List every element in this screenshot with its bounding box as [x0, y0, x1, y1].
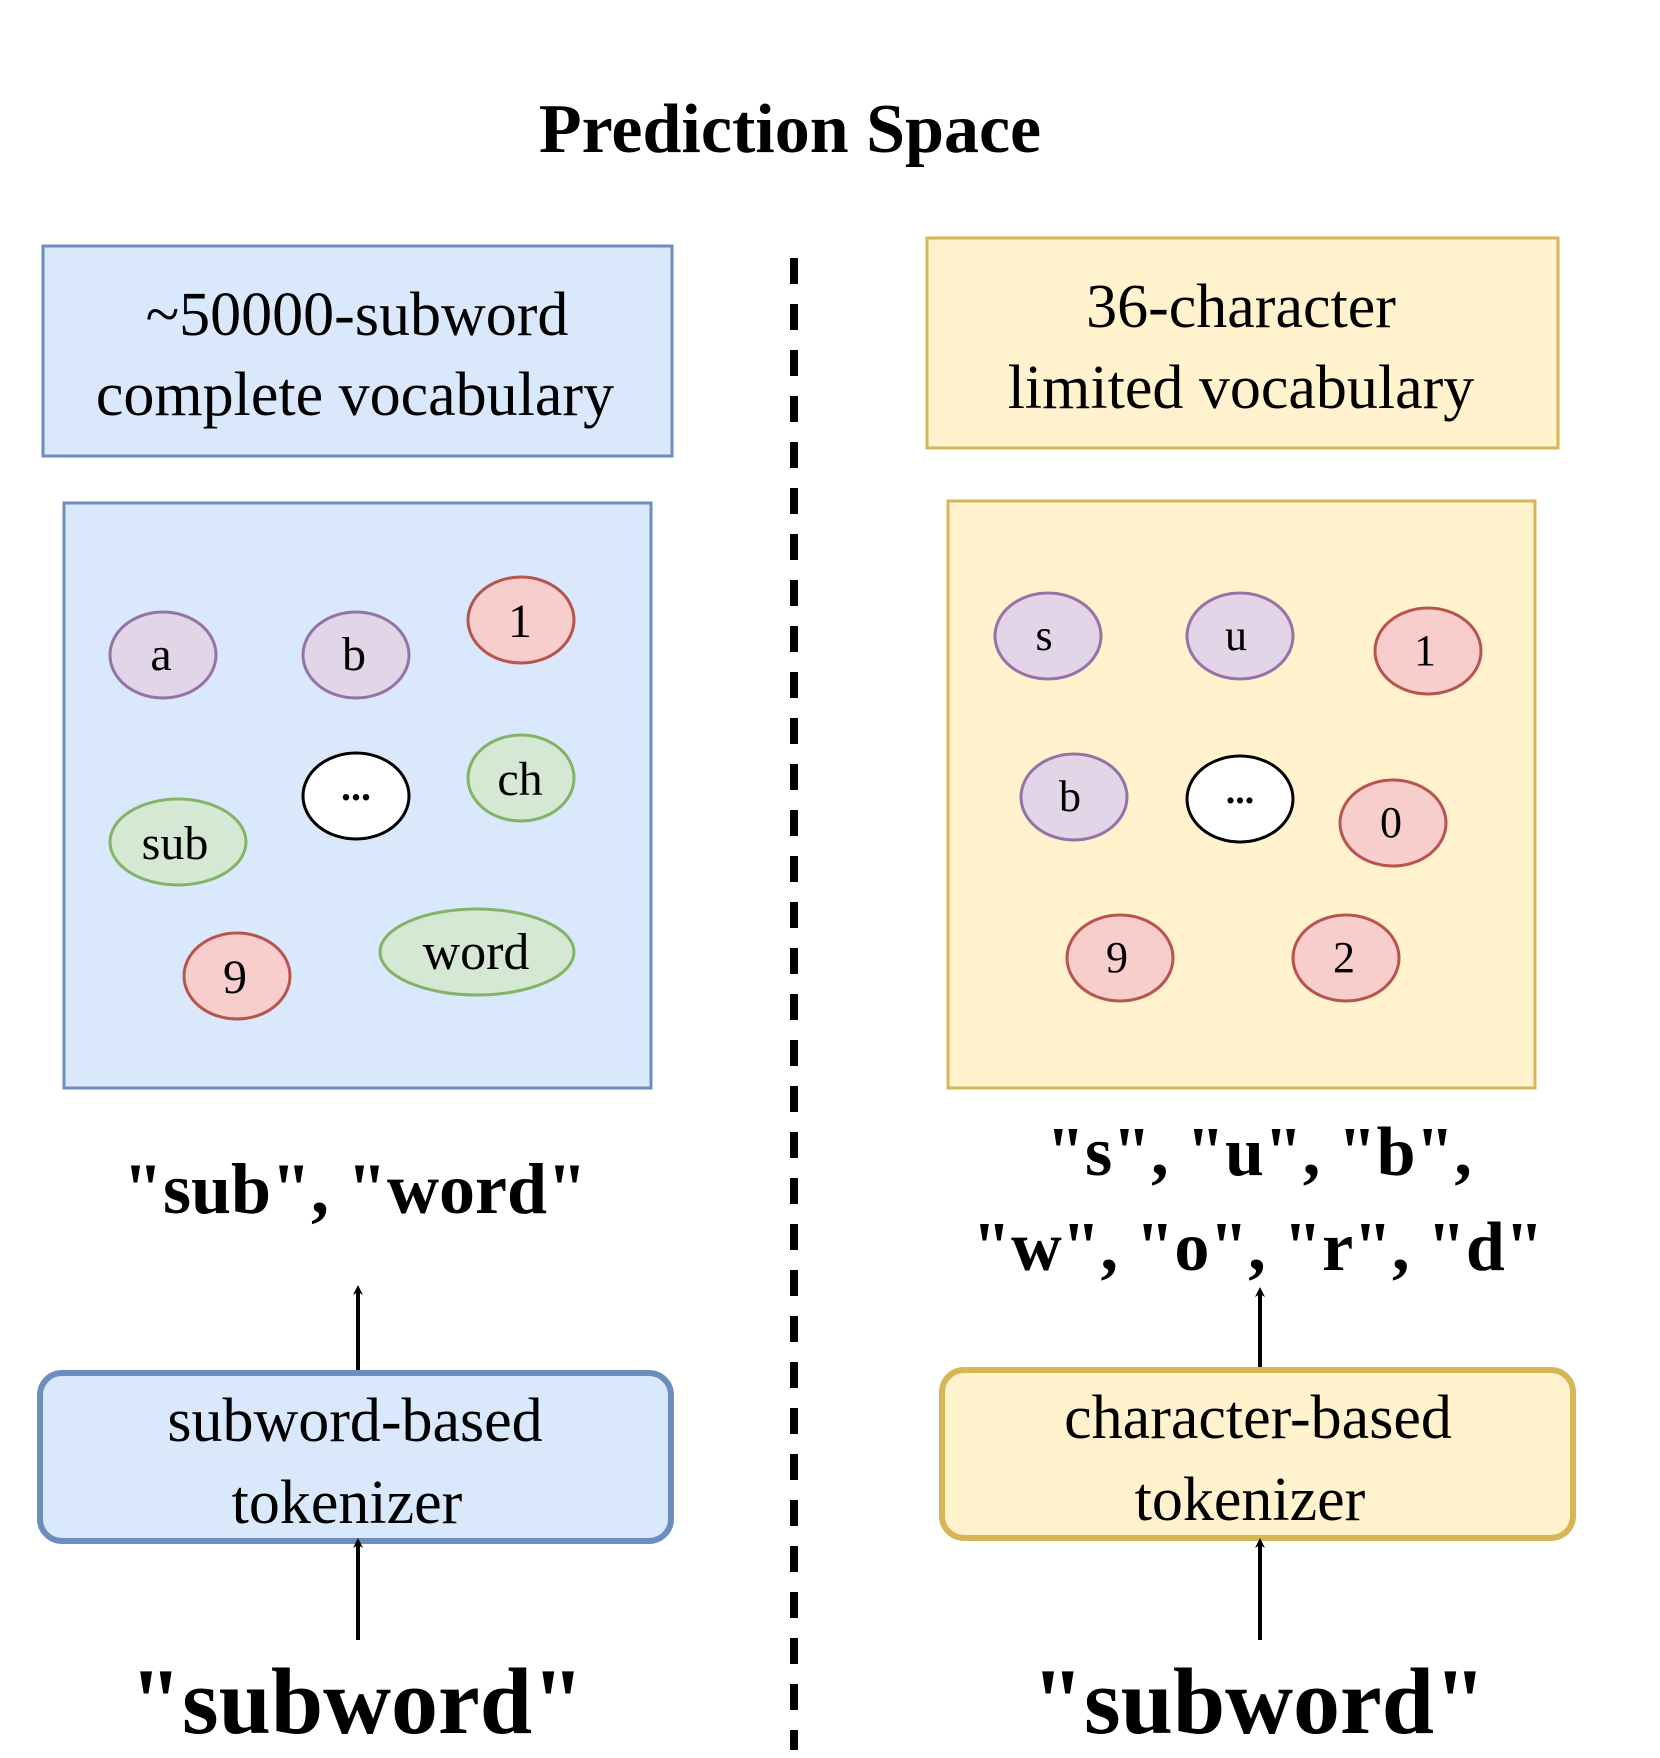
right-tokenizer-line2: tokenizer: [1135, 1466, 1366, 1534]
left-vocab-line1: ~50000-subword: [146, 281, 569, 349]
token-label: 0: [1380, 798, 1402, 847]
right-token-2: 2: [1291, 913, 1401, 1003]
right-vocab-line2: limited vocabulary: [1008, 354, 1475, 422]
right-input-word: "subword": [1032, 1650, 1486, 1754]
left-token-ch: ch: [466, 733, 576, 823]
left-token-9: 9: [182, 931, 292, 1021]
right-token-u: u: [1185, 591, 1295, 681]
left-tokenizer-line1: subword-based: [167, 1387, 542, 1455]
token-label: 9: [1106, 933, 1128, 982]
token-label: s: [1035, 611, 1052, 660]
page-title: Prediction Space: [539, 91, 1041, 168]
left-output-tokens: "sub", "word": [123, 1149, 587, 1229]
left-token-1: 1: [466, 575, 576, 665]
left-token-b: b: [301, 610, 411, 700]
right-vocab-line1: 36-character: [1086, 273, 1396, 341]
left-token-word: word: [378, 907, 576, 997]
left-vocab-box: [41, 244, 674, 458]
token-label: 1: [1414, 626, 1436, 675]
right-token-s: s: [993, 591, 1103, 681]
token-label: sub: [142, 817, 209, 870]
left-input-word: "subword": [130, 1650, 584, 1754]
right-output-tokens-line1: "s", "u", "b",: [1046, 1114, 1472, 1191]
token-label: a: [150, 628, 171, 681]
token-label: ch: [497, 753, 542, 806]
left-token-sub: sub: [108, 797, 248, 887]
left-tokenizer-line2: tokenizer: [232, 1469, 463, 1537]
right-vocab-box: [925, 236, 1560, 450]
right-token-1: 1: [1373, 606, 1483, 696]
token-label: 9: [223, 951, 247, 1004]
token-label: ...: [1226, 770, 1255, 812]
token-label: u: [1225, 611, 1247, 660]
token-label: 2: [1333, 933, 1355, 982]
right-token-0: 0: [1338, 778, 1448, 868]
left-token-a: a: [108, 610, 218, 700]
token-label: 1: [508, 595, 532, 648]
token-label: b: [342, 628, 366, 681]
right-token-9: 9: [1065, 913, 1175, 1003]
right-token-ellipsis: ...: [1185, 754, 1295, 844]
left-vocab-line2: complete vocabulary: [96, 361, 614, 429]
right-output-tokens-line2: "w", "o", "r", "d": [972, 1209, 1543, 1286]
right-tokenizer-line1: character-based: [1064, 1384, 1452, 1452]
right-token-b: b: [1019, 752, 1129, 842]
left-token-ellipsis: ...: [301, 751, 411, 841]
right-panel: 36-character limited vocabulary s u 1 b …: [925, 236, 1576, 1754]
token-label: b: [1059, 772, 1081, 821]
left-panel: ~50000-subword complete vocabulary a b 1…: [37, 244, 674, 1754]
token-label: word: [423, 924, 530, 981]
token-label: ...: [341, 764, 371, 809]
